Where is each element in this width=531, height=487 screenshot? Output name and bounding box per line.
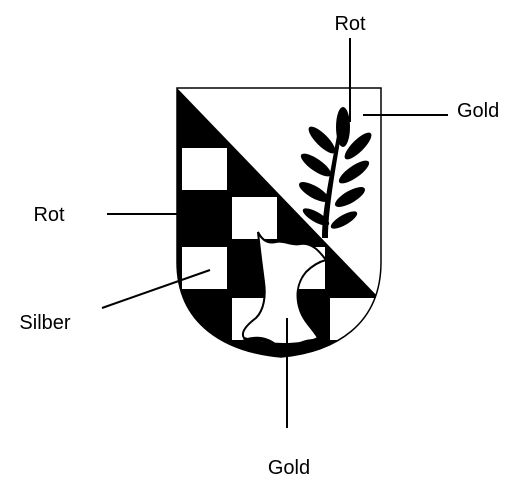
leaf-branch — [298, 107, 372, 238]
label-left: Rot — [33, 204, 65, 226]
shield-outline — [176, 87, 382, 358]
shield — [177, 88, 381, 357]
label-top: Rot — [334, 13, 366, 35]
label-bottom: Gold — [268, 457, 310, 479]
label-right: Gold — [457, 100, 499, 122]
label-lower-left: Silber — [19, 312, 70, 334]
leader-lower-left — [101, 269, 211, 309]
leader-lines — [101, 38, 448, 428]
stump-roots — [234, 336, 333, 357]
checkered-field — [177, 88, 381, 357]
tree-stump — [242, 231, 328, 345]
